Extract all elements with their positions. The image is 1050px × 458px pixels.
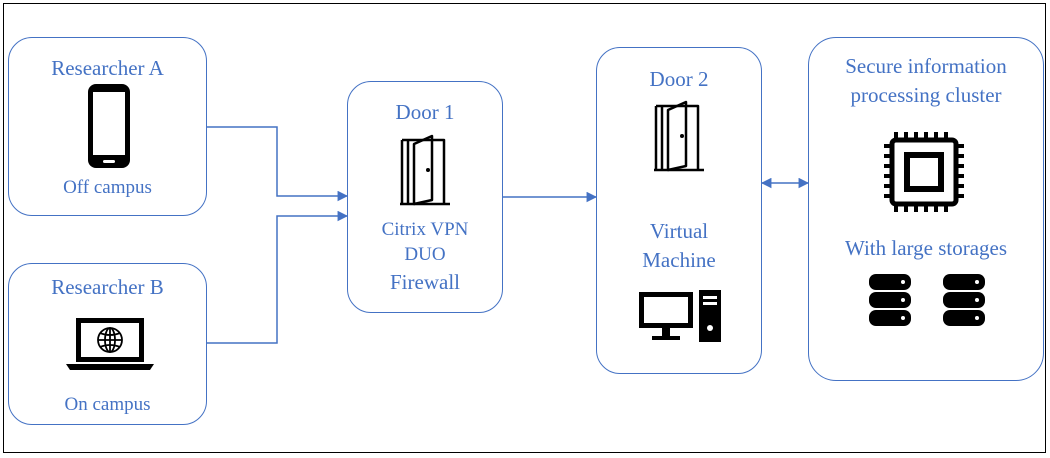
researcher-b-box: Researcher B On campus [8,263,207,425]
arrow-researcher-a-to-door1 [207,126,349,202]
diagram-frame [3,3,1046,453]
door-icon [400,134,450,206]
smartphone-icon [88,84,130,168]
door2-line1: Virtual [649,219,709,243]
door1-title: Door 1 [395,100,455,124]
door1-box: Door 1 Citrix VPN DUO Firewall [347,81,503,313]
researcher-b-title: Researcher B [51,275,164,299]
door2-title: Door 2 [649,67,709,91]
arrow-researcher-b-to-door1 [207,210,349,344]
researcher-a-box: Researcher A Off campus [8,37,207,216]
door1-line3: Firewall [390,270,460,294]
door2-box: Door 2 Virtual Machine [596,47,762,374]
researcher-a-location: Off campus [63,177,152,198]
laptop-globe-icon [66,318,154,370]
researcher-a-title: Researcher A [51,56,164,80]
database-icon [869,274,911,326]
cluster-title-line2: processing cluster [850,83,1002,107]
cluster-title-line1: Secure information [845,54,1007,78]
cpu-chip-icon [884,132,964,212]
door1-line1: Citrix VPN [381,219,469,240]
database-icon [943,274,985,326]
door1-line2: DUO [404,244,446,265]
door-icon [654,100,704,172]
researcher-b-location: On campus [64,394,151,415]
door2-line2: Machine [642,248,716,272]
desktop-computer-icon [639,290,721,342]
cluster-storage-label: With large storages [844,236,1008,260]
cluster-box: Secure information processing cluster Wi… [808,37,1044,381]
